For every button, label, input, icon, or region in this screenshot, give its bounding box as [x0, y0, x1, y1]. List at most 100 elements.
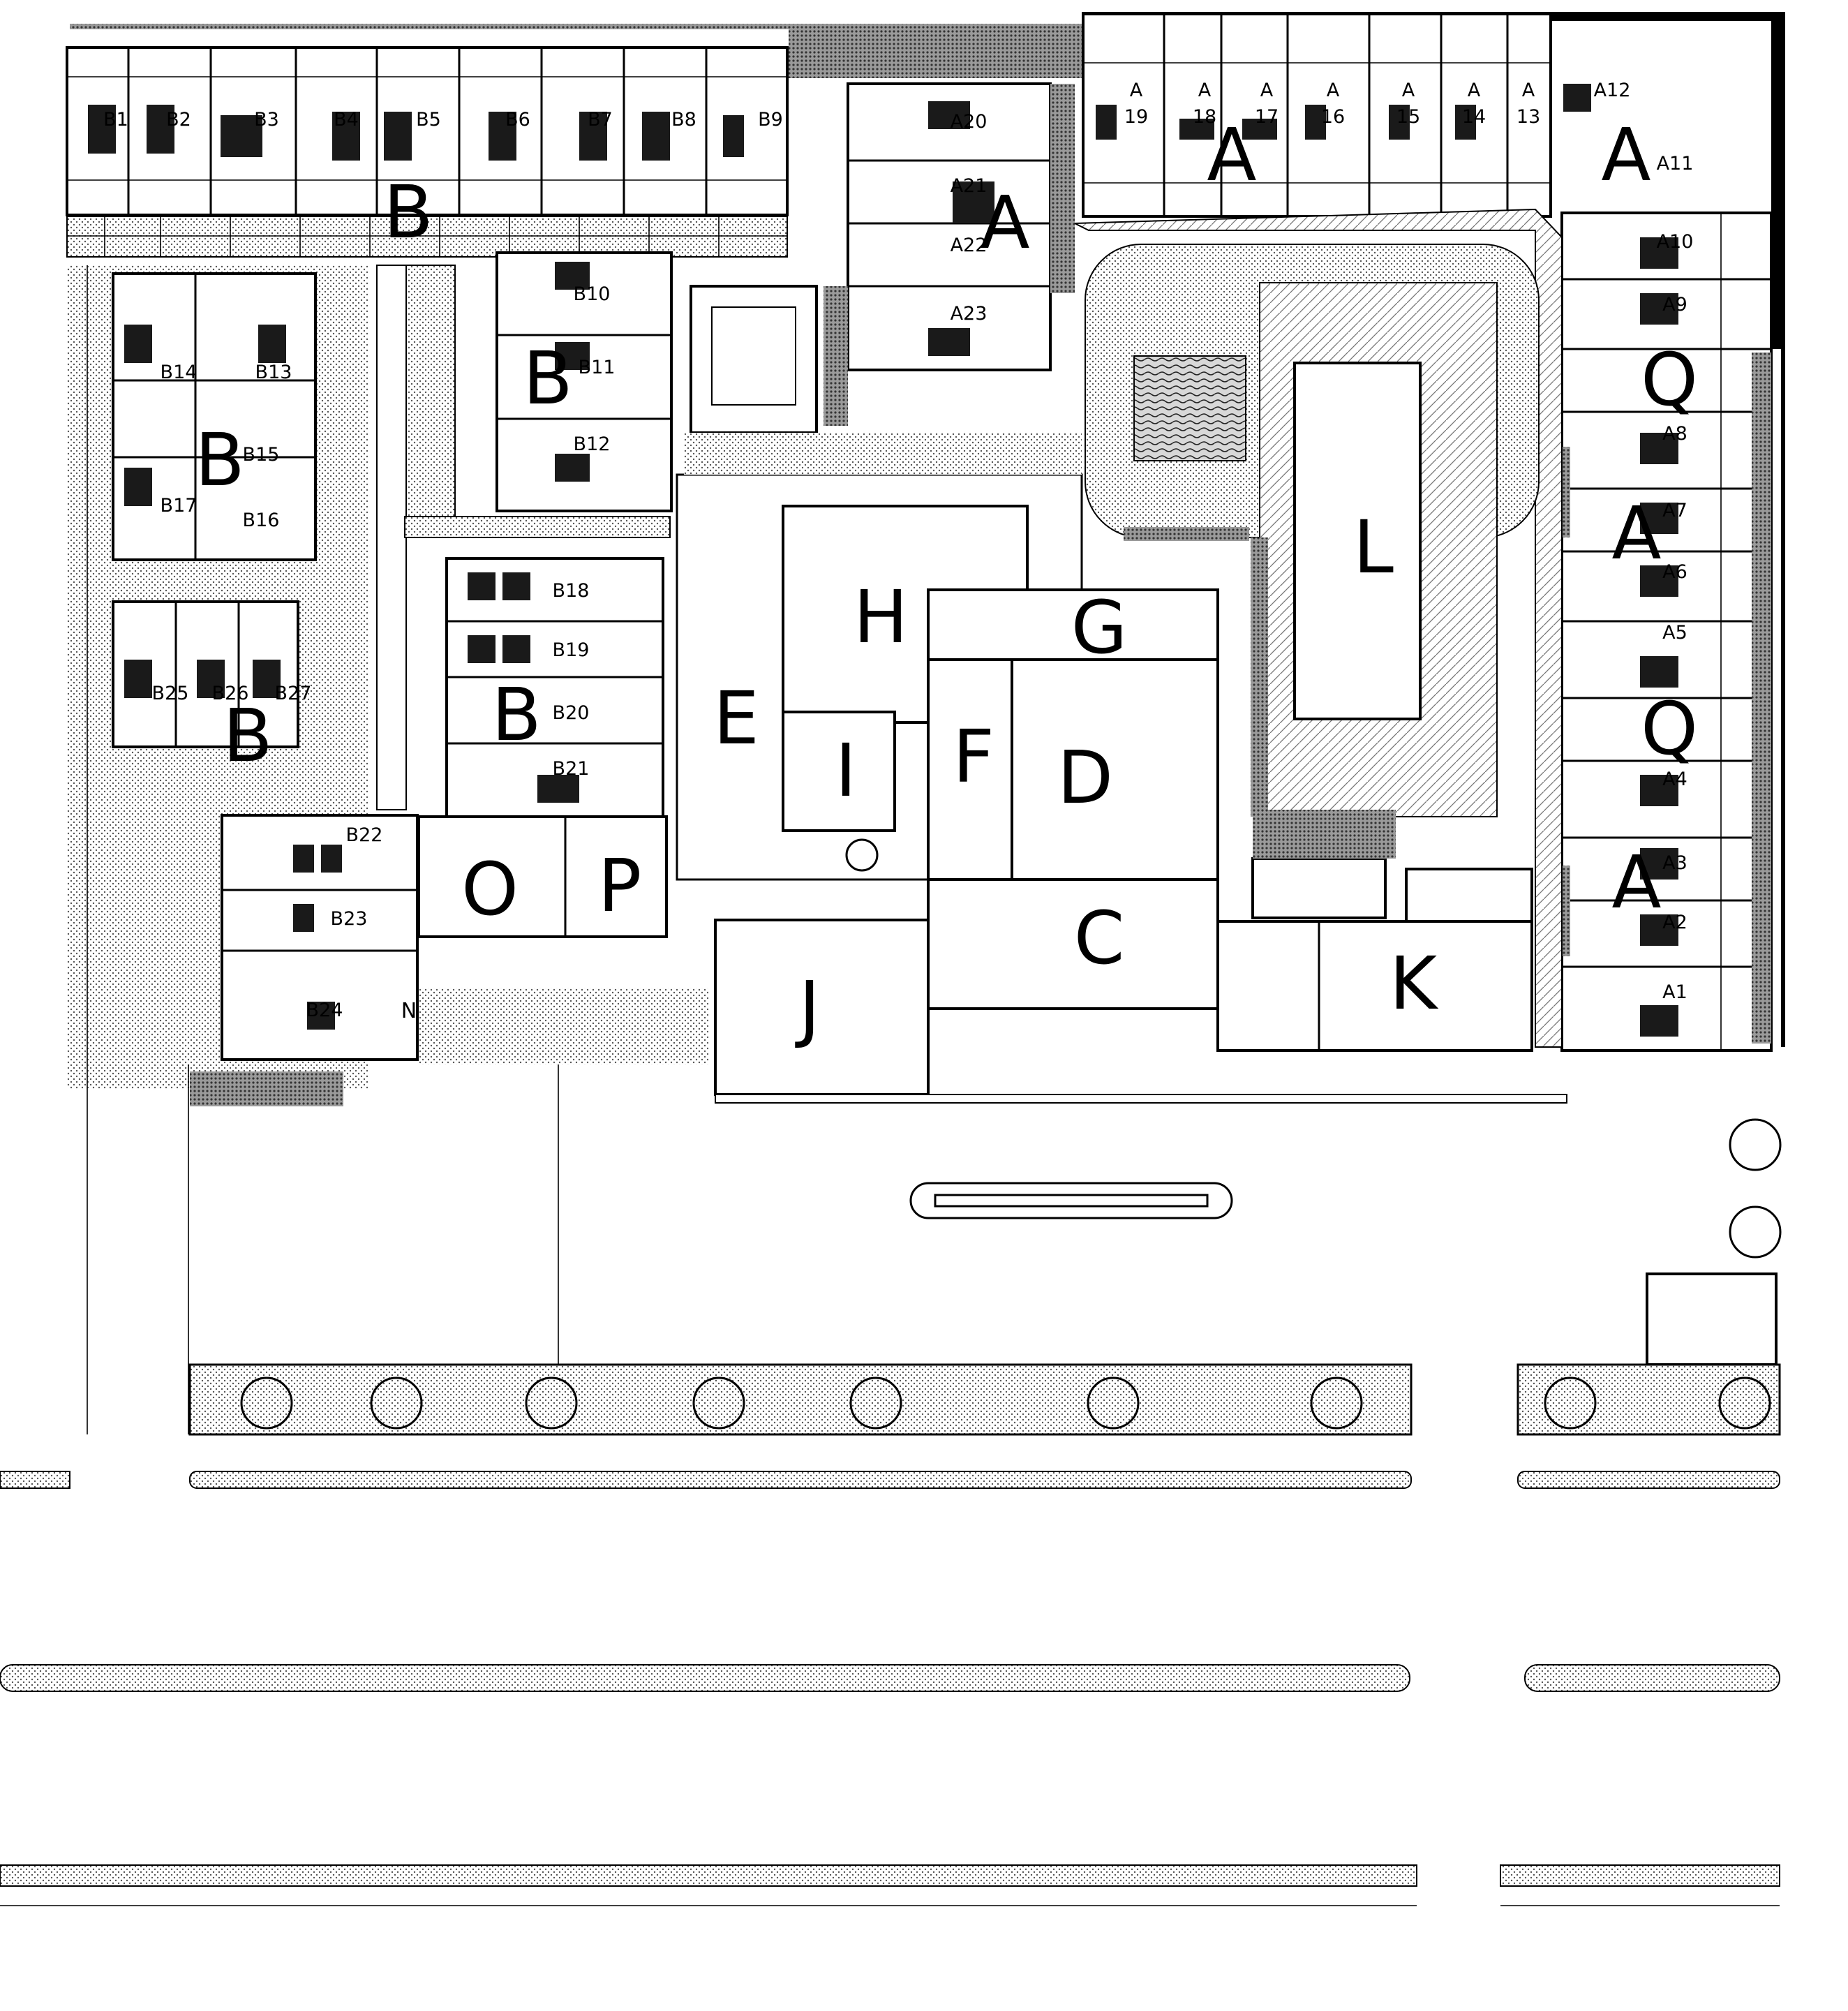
zone-label-i: I	[835, 728, 857, 813]
room-c	[927, 878, 1219, 1010]
zone-label-q: Q	[1641, 337, 1698, 422]
b-center-corridor	[404, 516, 671, 538]
a-nw-hedge	[824, 286, 848, 426]
k-planter	[1253, 810, 1396, 859]
bed	[124, 660, 152, 698]
walkway-strip	[376, 265, 407, 810]
road-median-south	[1500, 1864, 1780, 1887]
south-walk	[419, 988, 708, 1064]
front-planter-east	[1517, 1363, 1781, 1436]
zone-label-b: B	[523, 336, 572, 421]
sidewalk	[0, 1471, 70, 1489]
b-north-beds	[88, 105, 744, 161]
room-label-a14-top: A	[1468, 80, 1481, 101]
room-label-b25: B25	[152, 683, 189, 704]
room-label-a13-top: A	[1522, 80, 1535, 101]
road-median	[1524, 1664, 1780, 1692]
room-label-a1: A1	[1662, 981, 1687, 1003]
room-label-b12: B12	[574, 433, 611, 455]
zone-label-l: L	[1353, 505, 1394, 590]
zone-label-d: D	[1057, 735, 1113, 820]
zone-label-b: B	[223, 693, 272, 778]
drop-off-island	[909, 1182, 1233, 1219]
porch	[684, 433, 1082, 475]
zone-label-o: O	[461, 847, 519, 932]
room-label-a11: A11	[1657, 153, 1694, 175]
room-label-b26: B26	[212, 683, 249, 704]
room-label-b17: B17	[161, 495, 198, 517]
room-label-b13: B13	[255, 362, 292, 383]
bed	[293, 904, 314, 932]
zone-label-a: A	[980, 180, 1029, 265]
bed	[555, 262, 590, 290]
thick-east-wall	[1771, 14, 1783, 349]
room-label-a16-top: A	[1327, 80, 1340, 101]
zone-label-a: A	[1601, 112, 1650, 198]
room-label-a10: A10	[1657, 231, 1694, 253]
sw-planter	[190, 1071, 343, 1106]
room-label-a18-num: 18	[1193, 106, 1216, 128]
room-label-b20: B20	[553, 702, 590, 724]
room-label-a19-top: A	[1130, 80, 1143, 101]
zone-label-f: F	[953, 714, 994, 799]
room-label-a13-num: 13	[1517, 106, 1540, 128]
thick-north-wall	[1368, 14, 1783, 21]
a-east-beds	[1640, 237, 1678, 1037]
room-label-b27: B27	[275, 683, 312, 704]
room-label-b10: B10	[574, 283, 611, 305]
planter-strip	[405, 265, 456, 517]
room-label-b22: B22	[346, 824, 383, 846]
room-label-a2: A2	[1662, 912, 1687, 933]
bed	[555, 342, 590, 370]
room-label-a19-num: 19	[1124, 106, 1148, 128]
room-label-a14-num: 14	[1462, 106, 1486, 128]
a-block-north-west	[847, 82, 1052, 371]
bed	[307, 1002, 335, 1030]
b-north-partitions	[67, 47, 787, 215]
bed	[502, 572, 530, 600]
b-north-corridor	[66, 216, 788, 258]
bed	[468, 572, 495, 600]
room-label-b5: B5	[416, 109, 441, 131]
trees	[240, 838, 1782, 1430]
room-label-b1: B1	[103, 109, 128, 131]
corridor-tiles	[67, 216, 787, 257]
a-east-hedge	[1752, 353, 1771, 1044]
room-label-a21: A21	[951, 175, 988, 197]
room-label-a5: A5	[1662, 622, 1687, 644]
a-north-partitions	[1083, 14, 1551, 216]
b-center-lower-block	[445, 557, 664, 818]
room-label-a4: A4	[1662, 769, 1687, 790]
room-label-a17-top: A	[1260, 80, 1274, 101]
bed	[253, 660, 281, 698]
room-i	[782, 711, 896, 832]
zone-label-e: E	[713, 676, 759, 761]
zone-label-b: B	[491, 672, 541, 757]
room-label-b4: B4	[334, 109, 359, 131]
bed	[953, 181, 994, 223]
bed	[197, 660, 225, 698]
kiosk	[690, 285, 818, 434]
room-label-b24: B24	[306, 1000, 343, 1021]
room-label-b16: B16	[243, 510, 280, 531]
drop-off-inner	[934, 1194, 1209, 1208]
zone-label-n: N	[401, 999, 417, 1023]
bed	[258, 325, 286, 363]
a-block-east	[1560, 212, 1773, 1052]
bed	[928, 328, 970, 356]
room-o-p	[417, 815, 668, 938]
room-label-a22: A22	[951, 235, 988, 256]
room-label-b18: B18	[553, 580, 590, 602]
room-label-a12: A12	[1594, 80, 1631, 101]
room-label-b9: B9	[758, 109, 783, 131]
front-walk	[715, 1094, 1567, 1104]
bed	[124, 468, 152, 506]
room-label-b15: B15	[243, 444, 280, 466]
room-label-a15-num: 15	[1396, 106, 1420, 128]
zone-label-q: Q	[1641, 686, 1698, 771]
water-feature	[1133, 355, 1246, 461]
room-d	[1011, 658, 1219, 881]
zone-label-a: A	[1207, 112, 1256, 198]
zone-label-p: P	[598, 843, 642, 928]
